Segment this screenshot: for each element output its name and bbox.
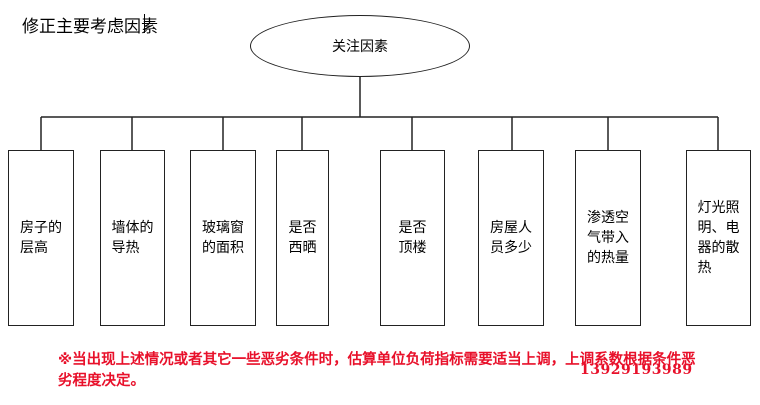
phone-watermark: 13929193989: [580, 362, 693, 378]
text-cursor: [144, 14, 145, 33]
factor-box-5: 是否 顶楼: [380, 150, 445, 326]
factor-box-4: 是否 西晒: [276, 150, 329, 326]
factor-box-7: 渗透空 气带入 的热量: [575, 150, 641, 326]
factor-label-7: 渗透空 气带入 的热量: [587, 210, 629, 266]
factor-label-5: 是否 顶楼: [398, 220, 427, 256]
factor-label-3: 玻璃窗 的面积: [202, 220, 244, 256]
root-node-ellipse: 关注因素: [250, 15, 470, 77]
factor-label-1: 房子的 层高: [20, 220, 62, 256]
factor-box-6: 房屋人 员多少: [478, 150, 544, 326]
factor-label-2: 墙体的 导热: [111, 220, 154, 256]
factor-box-3: 玻璃窗 的面积: [190, 150, 256, 326]
factor-label-8: 灯光照 明、电 器的散 热: [697, 200, 740, 276]
footnote-warning: ※当出现上述情况或者其它一些恶劣条件时，估算单位负荷指标需要适当上调，上调系数根…: [58, 352, 696, 389]
factor-label-6: 房屋人 员多少: [490, 220, 532, 256]
factor-box-1: 房子的 层高: [8, 150, 74, 326]
factor-box-8: 灯光照 明、电 器的散 热: [686, 150, 751, 326]
root-node-label: 关注因素: [332, 39, 388, 55]
factor-label-4: 是否 西晒: [288, 220, 317, 256]
factor-box-2: 墙体的 导热: [100, 150, 165, 326]
page-title: 修正主要考虑因素: [22, 17, 158, 37]
